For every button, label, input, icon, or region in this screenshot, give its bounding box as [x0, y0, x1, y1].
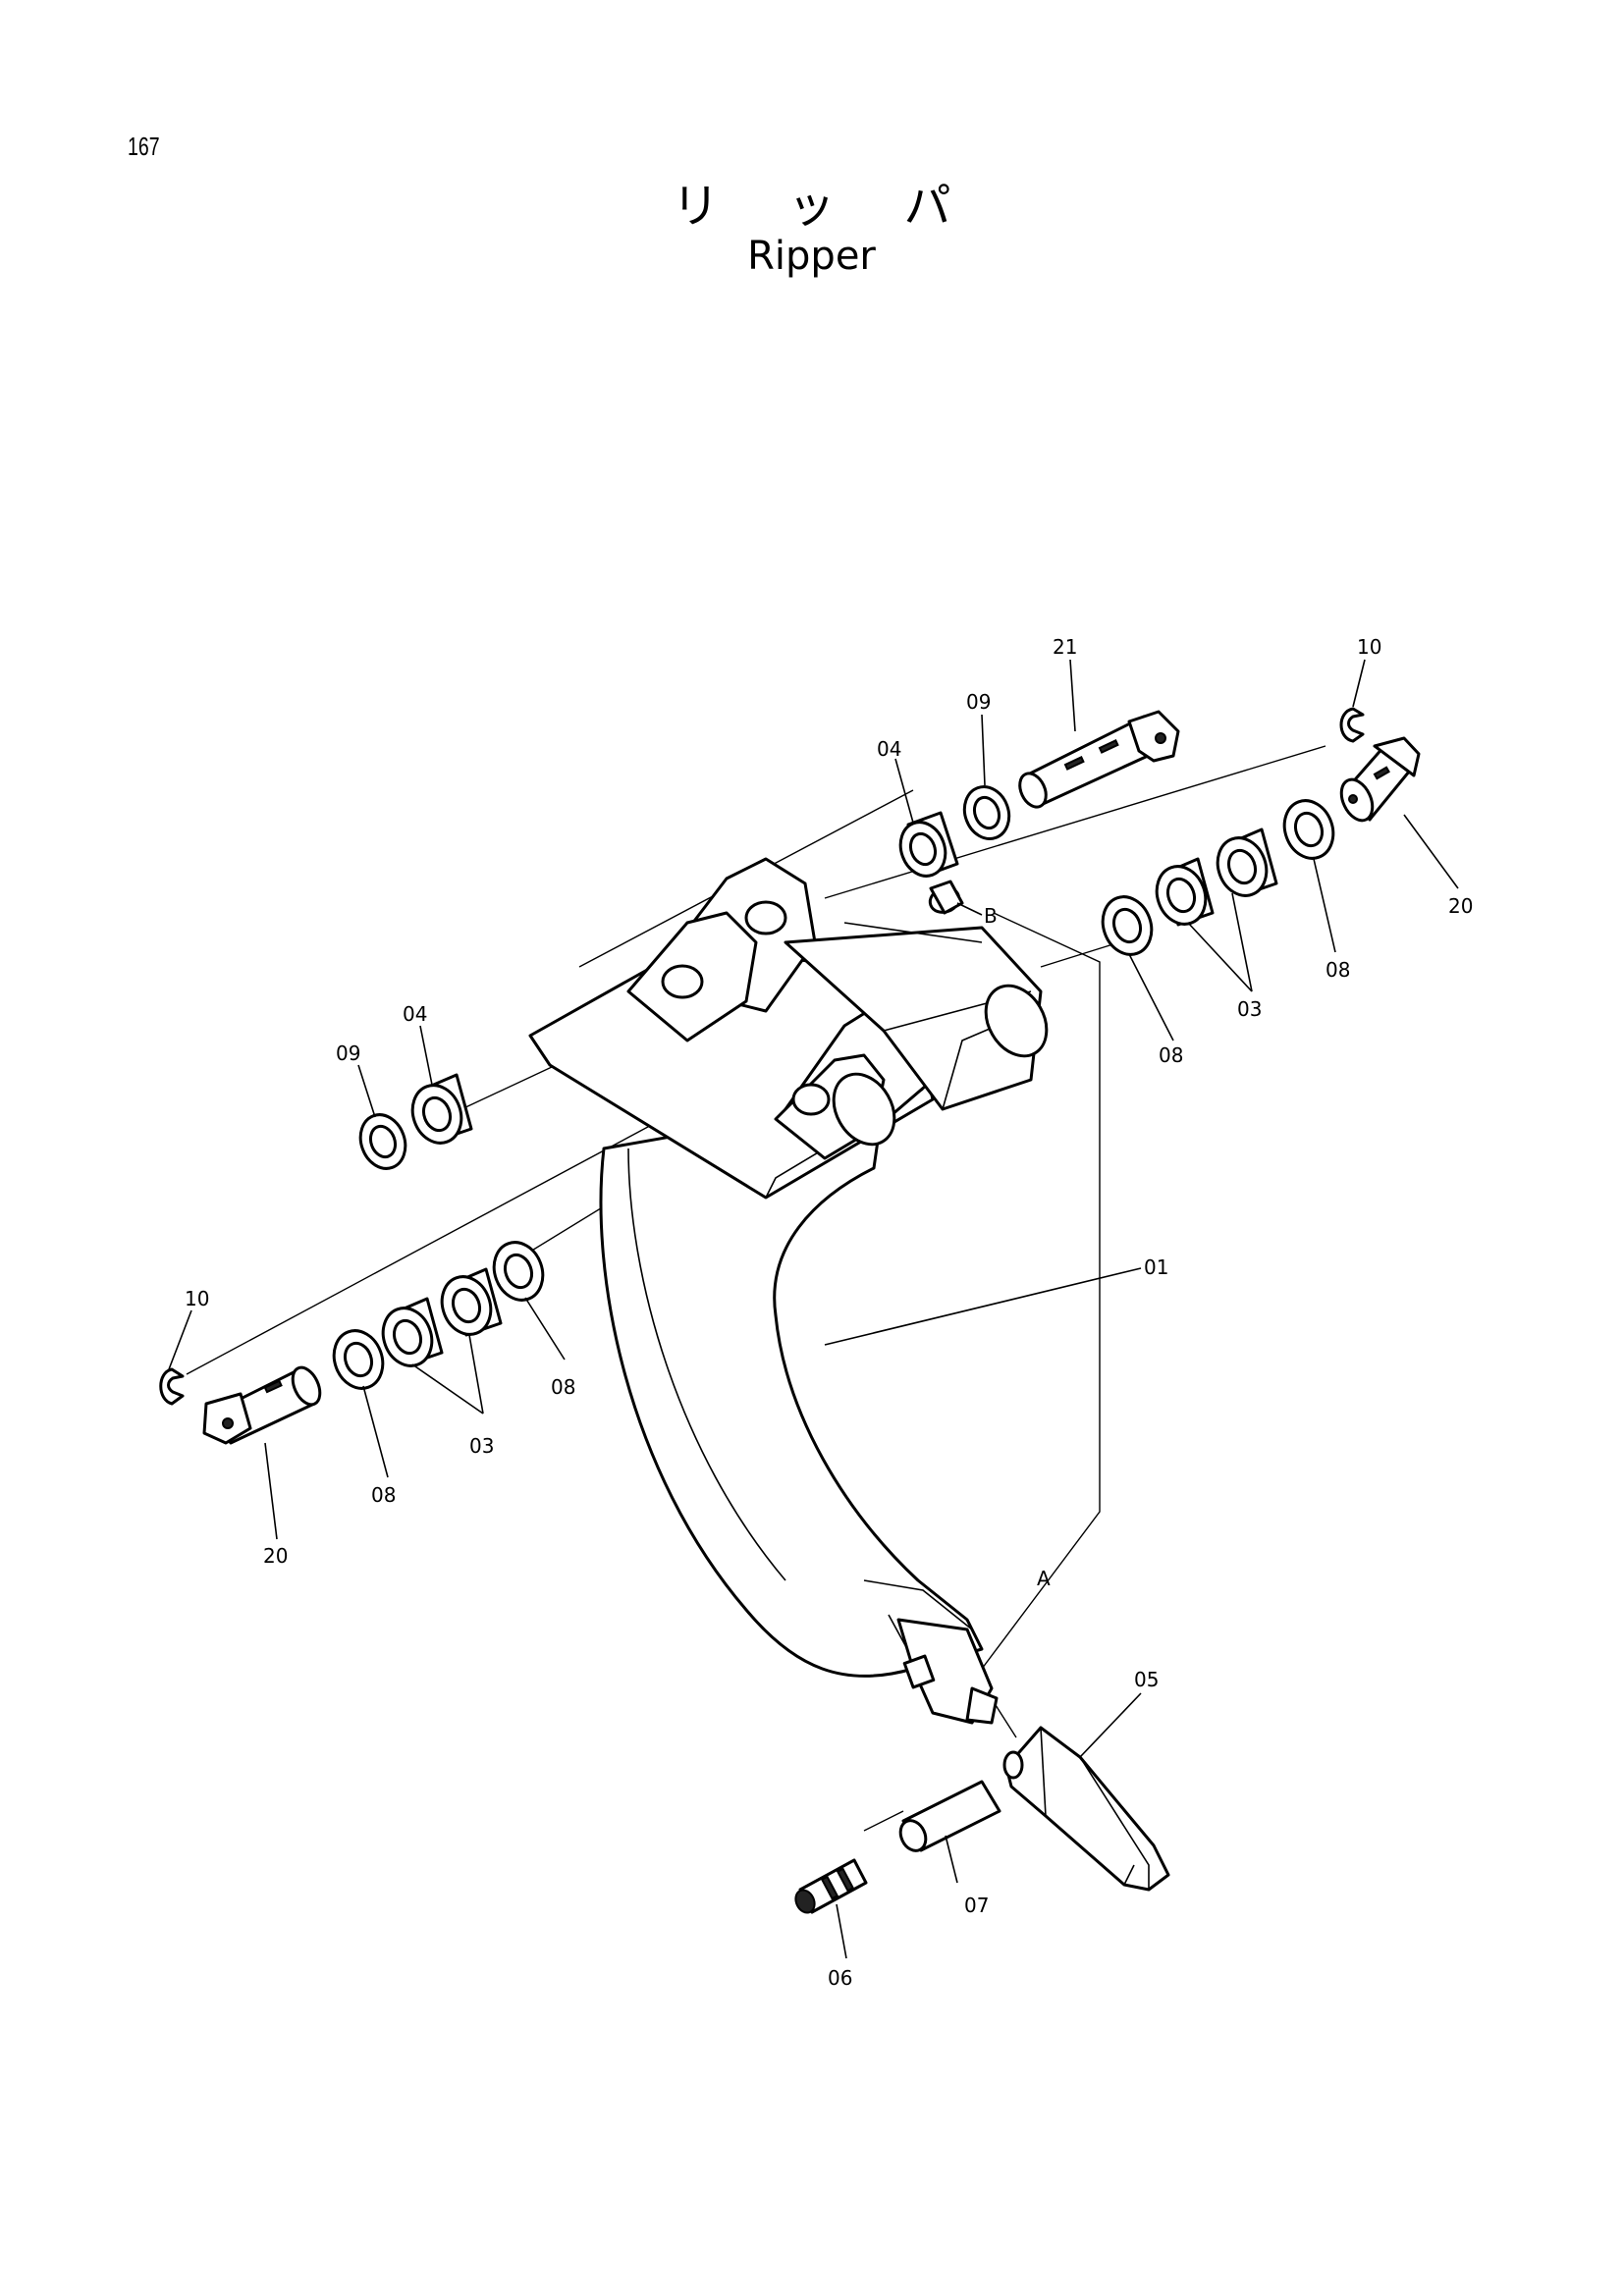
callout-21: 21 — [1053, 635, 1077, 659]
title-english: Ripper — [747, 234, 876, 279]
spacer-09-top — [962, 785, 1011, 840]
spacer-08-left-b — [332, 1329, 385, 1390]
callout-03-left: 03 — [469, 1434, 494, 1458]
callout-a: A — [1037, 1567, 1051, 1590]
clip-10-left — [159, 1367, 185, 1406]
tooth-05 — [1002, 1726, 1170, 1892]
title-japanese: リッパ — [672, 179, 1020, 234]
mounting-bracket — [528, 857, 1049, 1200]
callout-04-top: 04 — [877, 737, 901, 761]
ripper-shank — [599, 1097, 999, 1725]
spacer-09-left — [358, 1113, 407, 1170]
spacer-08-right-b — [1101, 895, 1154, 956]
callout-01: 01 — [1144, 1255, 1168, 1279]
callout-08-right-b: 08 — [1159, 1043, 1183, 1067]
bushing-04-top — [898, 811, 959, 878]
pin-06 — [794, 1858, 868, 1914]
page-number: 167 — [128, 132, 160, 161]
leader-lines — [168, 659, 1459, 1959]
bushing-03-right-a — [1216, 828, 1278, 897]
callout-labels: 21 09 04 10 20 B 08 03 08 04 09 01 10 08… — [185, 635, 1473, 1990]
callout-b: B — [984, 904, 998, 928]
callout-10-left: 10 — [185, 1287, 209, 1310]
pin-07 — [898, 1780, 1001, 1852]
bushing-03-left-b — [440, 1267, 503, 1337]
plug-b — [928, 880, 964, 915]
bushing-04-left — [410, 1073, 473, 1145]
clip-10-right — [1339, 707, 1365, 743]
pin-20-left — [202, 1365, 322, 1445]
callout-08-left-b: 08 — [371, 1483, 396, 1507]
callout-20-right: 20 — [1448, 894, 1473, 918]
callout-09-left: 09 — [336, 1041, 360, 1065]
bushing-03-left-a — [381, 1297, 444, 1367]
callout-08-right-a: 08 — [1325, 958, 1350, 982]
pin-20-right — [1339, 736, 1421, 823]
callout-20-left: 20 — [263, 1544, 288, 1568]
callout-07: 07 — [964, 1894, 989, 1917]
callout-08-left-a: 08 — [551, 1375, 575, 1399]
callout-05: 05 — [1134, 1668, 1159, 1691]
bushing-03-right-b — [1155, 857, 1215, 927]
callout-10-right: 10 — [1357, 635, 1381, 659]
callout-09-top: 09 — [966, 690, 991, 714]
callout-06: 06 — [828, 1966, 852, 1990]
callout-03-right: 03 — [1237, 997, 1262, 1021]
spacer-08-right-a — [1282, 799, 1335, 860]
callout-04-left: 04 — [403, 1002, 427, 1026]
pin-21 — [1018, 710, 1180, 809]
spacer-08-left-a — [492, 1241, 545, 1302]
